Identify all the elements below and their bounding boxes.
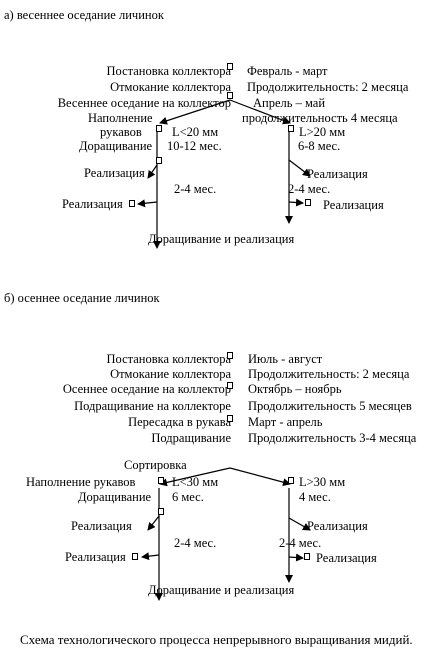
a-right-months: 6-8 мес.	[298, 139, 341, 153]
a-time-duration-4: продолжительность 4 месяца	[242, 111, 398, 125]
b-fill: Наполнение рукавов	[26, 475, 136, 489]
b-right-size: L>30 мм	[299, 475, 346, 489]
b-left-sale2: Реализация	[65, 550, 126, 564]
b-time-duration-5: Продолжительность 5 месяцев	[248, 399, 412, 413]
b-left-period: 2-4 мес.	[174, 536, 217, 550]
timeline-marker	[227, 63, 233, 70]
a-time-feb-mar: Февраль - март	[247, 64, 328, 78]
b-left-size: L<30 мм	[172, 475, 219, 489]
arrow-a-left-sale1	[147, 164, 158, 179]
b-time-duration-3-4: Продолжительность 3-4 месяца	[248, 431, 417, 445]
b-sorting: Сортировка	[124, 458, 187, 472]
branch-marker	[156, 125, 162, 132]
b-time-duration-2: Продолжительность: 2 месяца	[248, 367, 410, 381]
branch-marker	[288, 125, 294, 132]
a-right-size: L>20 мм	[299, 125, 346, 139]
b-left-sale1: Реализация	[71, 519, 132, 533]
timeline-marker	[227, 415, 233, 422]
b-right-period: 2-4 мес.	[279, 536, 322, 550]
branch-marker	[288, 477, 294, 484]
b-right-months: 4 мес.	[299, 490, 331, 504]
a-left-sale1: Реализация	[84, 166, 145, 180]
arrow-b-left-sale1	[147, 515, 160, 531]
a-fill-line2: рукавов	[100, 125, 142, 139]
sale-marker	[305, 199, 311, 206]
section-b-title: б) осеннее оседание личинок	[4, 291, 160, 305]
a-left-size: L<20 мм	[172, 125, 219, 139]
arrow-b-left-sale2	[141, 552, 160, 561]
timeline-marker	[227, 92, 233, 99]
arrow-a-left-sale2	[137, 199, 158, 208]
branch-marker	[156, 157, 162, 164]
b-growout: Доращивание	[78, 490, 152, 504]
branch-marker	[158, 508, 164, 515]
a-time-apr-may: Апрель – май	[253, 96, 326, 110]
arrow-a-split-right	[229, 99, 291, 125]
arrow-a-split-left	[159, 99, 231, 125]
arrow-b-right-sale1	[288, 517, 311, 531]
b-right-sale2: Реализация	[316, 551, 377, 565]
b-final: Доращивание и реализация	[148, 583, 295, 597]
a-final: Доращивание и реализация	[148, 232, 295, 246]
b-time-jul-aug: Июль - август	[248, 352, 323, 366]
arrow-b-right-sale2	[288, 553, 304, 562]
a-growout: Доращивание	[79, 139, 153, 153]
arrow-a-right-sale2	[288, 198, 304, 207]
b-step-collector-soak: Отмокание коллектора	[110, 367, 231, 381]
sale-marker	[132, 553, 138, 560]
a-step-spring-settling: Весеннее оседание на коллектор	[57, 96, 231, 110]
a-time-duration-2: Продолжительность: 2 месяца	[247, 80, 409, 94]
a-left-sale2: Реализация	[62, 197, 123, 211]
b-step-growing: Подращивание	[151, 431, 231, 445]
a-right-sale2: Реализация	[323, 198, 384, 212]
figure-caption: Схема технологического процесса непрерыв…	[20, 632, 413, 647]
b-step-autumn-settling: Осеннее оседание на коллектор	[62, 382, 231, 396]
b-time-oct-nov: Октябрь – ноябрь	[248, 382, 342, 396]
arrow-a-right-sale1	[288, 159, 311, 177]
a-right-sale1: Реализация	[307, 167, 368, 181]
section-a-title: а) весеннее оседание личинок	[4, 8, 164, 22]
timeline-marker	[227, 352, 233, 359]
a-step-collector-setup: Постановка коллектора	[106, 64, 232, 78]
a-left-months: 10-12 мес.	[167, 139, 222, 153]
b-step-collector-setup: Постановка коллектора	[106, 352, 232, 366]
a-fill-line1: Наполнение	[88, 111, 153, 125]
sale-marker	[129, 200, 135, 207]
a-right-period: 2-4 мес.	[288, 182, 331, 196]
b-left-months: 6 мес.	[172, 490, 204, 504]
b-step-growing-on-collector: Подращивание на коллекторе	[74, 399, 231, 413]
timeline-marker	[227, 382, 233, 389]
sale-marker	[304, 553, 310, 560]
arrow-b-split-left	[159, 467, 231, 487]
branch-marker	[158, 477, 164, 484]
arrow-b-split-right	[229, 467, 291, 487]
b-step-transfer: Пересадка в рукава	[128, 415, 231, 429]
a-step-collector-soak: Отмокание коллектора	[110, 80, 231, 94]
b-right-sale1: Реализация	[307, 519, 368, 533]
a-left-period: 2-4 мес.	[174, 182, 217, 196]
b-time-mar-apr: Март - апрель	[248, 415, 323, 429]
